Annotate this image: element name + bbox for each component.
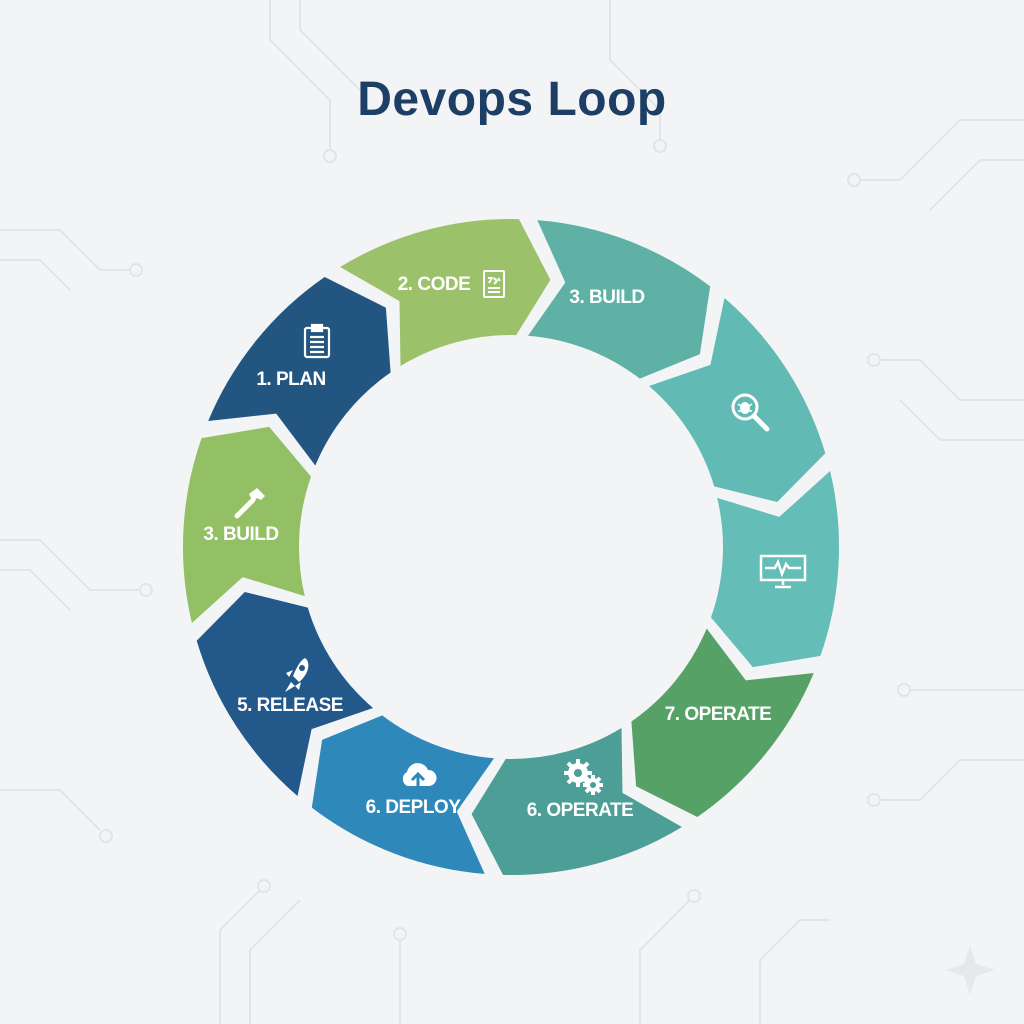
loop-segment-6	[471, 728, 682, 875]
segment-label-deploy: 6. DEPLOY	[365, 797, 461, 818]
sparkle-icon	[945, 945, 995, 995]
cloud-upload-icon	[402, 763, 437, 790]
code-document-icon	[483, 270, 505, 298]
segment-label-plan: 1. PLAN	[256, 369, 326, 390]
segment-label-code: 2. CODE	[397, 274, 471, 295]
loop-segment-10	[208, 277, 391, 466]
gears-icon	[564, 759, 603, 795]
monitor-heartbeat-icon	[759, 554, 807, 589]
hammer-icon	[234, 488, 265, 519]
loop-segment-1	[340, 219, 551, 366]
rocket-icon	[285, 658, 309, 692]
loop-segment-8	[196, 592, 373, 796]
loop-segment-2	[528, 220, 711, 379]
loop-segment-9	[182, 426, 311, 623]
segment-label-operate-7: 7. OPERATE	[664, 704, 772, 725]
page-title: Devops Loop	[357, 73, 667, 126]
segment-label-build-2: 3. BUILD	[203, 524, 279, 545]
bug-search-icon	[731, 393, 770, 432]
segment-label-release: 5. RELEASE	[237, 695, 343, 716]
loop-segment-7	[311, 715, 494, 874]
clipboard-icon	[303, 323, 331, 359]
segment-label-build: 3. BUILD	[569, 287, 645, 308]
segment-label-operate-6: 6. OPERATE	[526, 800, 634, 821]
loop-segment-5	[631, 628, 814, 817]
